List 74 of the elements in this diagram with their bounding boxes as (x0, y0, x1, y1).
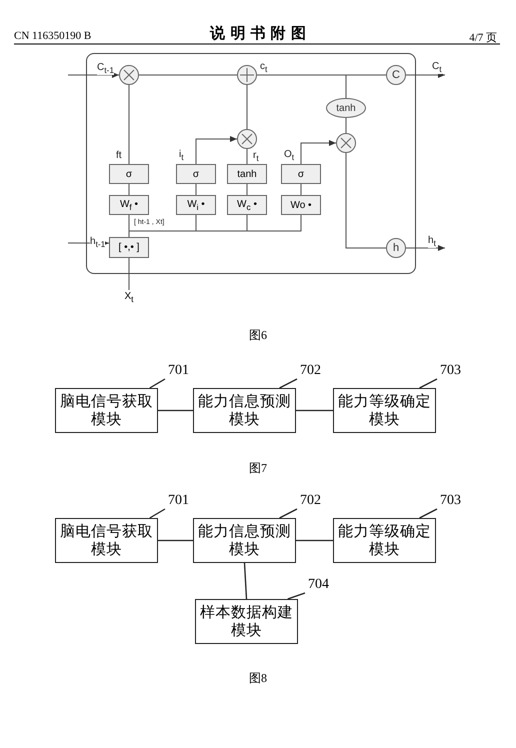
gate-box: [ •,• ] (109, 237, 149, 258)
connector (128, 214, 302, 238)
connector (296, 410, 333, 412)
add-circle (237, 65, 257, 85)
module-box: 能力信息预测模块 (193, 388, 296, 433)
figure-caption: 图8 (249, 670, 267, 687)
gate-box: σ (109, 164, 149, 184)
cell-frame (86, 53, 416, 274)
edge-label: C$_{t-1}$ (97, 62, 114, 75)
arrow (196, 136, 238, 164)
callout-number: 703 (437, 363, 465, 379)
multiply-circle (237, 129, 257, 149)
connector (128, 258, 130, 290)
connector (158, 540, 193, 542)
gate-box: W$_{f}$ • (109, 195, 149, 215)
module-box: 能力等级确定模块 (333, 388, 436, 433)
connector (300, 184, 302, 196)
leader-line (279, 378, 298, 389)
callout-number: 702 (297, 363, 325, 379)
edge-label: h$_{t-1}$ (90, 236, 106, 249)
multiply-circle (119, 65, 139, 85)
callout-number: 702 (297, 493, 325, 509)
module-box: 脑电信号获取模块 (55, 388, 158, 433)
connector (158, 410, 193, 412)
gate-box: W$_{i}$ • (176, 195, 216, 215)
arrow (68, 72, 120, 78)
arrow (300, 140, 336, 164)
leader-line (279, 508, 298, 519)
leader-line (287, 592, 306, 600)
connector (246, 148, 248, 164)
connector (128, 84, 130, 164)
edge-label: c$_{t}$ (260, 61, 268, 74)
module-box: 样本数据构建模块 (195, 599, 298, 644)
callout-number: 701 (165, 493, 193, 509)
operator-circle: h (386, 238, 406, 258)
variable-label: X$_{t}$ (117, 290, 141, 305)
edge-label: i$_{t}$ (179, 149, 184, 162)
module-box: 能力信息预测模块 (193, 518, 296, 563)
connector (128, 184, 130, 196)
page-number: 4/7 页 (469, 31, 497, 45)
gate-box: tanh (227, 164, 267, 184)
multiply-circle (336, 133, 356, 153)
operator-circle: C (386, 65, 406, 85)
figure-caption: 图7 (249, 460, 267, 477)
leader-line (419, 508, 438, 519)
page-title: 说 明 书 附 图 (210, 24, 306, 43)
edge-label: r$_{t}$ (253, 150, 259, 163)
gate-box: σ (176, 164, 216, 184)
connector (246, 184, 248, 196)
patent-number: CN 116350190 B (14, 30, 92, 42)
gate-box: W$_{c}$ • (227, 195, 267, 215)
callout-number: 701 (165, 363, 193, 379)
activation-ellipse: tanh (326, 98, 366, 118)
gate-box: σ (281, 164, 321, 184)
arrow (406, 72, 446, 78)
arrow (406, 245, 446, 251)
figure-caption: 图6 (249, 327, 267, 344)
leader-line (149, 378, 166, 389)
edge-label: ft (116, 150, 122, 161)
gate-box: Wo • (281, 195, 321, 215)
edge-label: h$_{t}$ (428, 235, 436, 248)
leader-line (149, 508, 166, 519)
edge-label: C$_{t}$ (432, 61, 442, 74)
connector (246, 84, 248, 130)
edge-label: O$_{t}$ (284, 149, 294, 162)
connector (138, 74, 238, 76)
callout-number: 703 (437, 493, 465, 509)
leader-line (419, 378, 438, 389)
callout-number: 704 (305, 577, 333, 593)
connector (244, 562, 248, 600)
connector (296, 540, 333, 542)
connector (346, 152, 386, 248)
module-box: 能力等级确定模块 (333, 518, 436, 563)
module-box: 脑电信号获取模块 (55, 518, 158, 563)
